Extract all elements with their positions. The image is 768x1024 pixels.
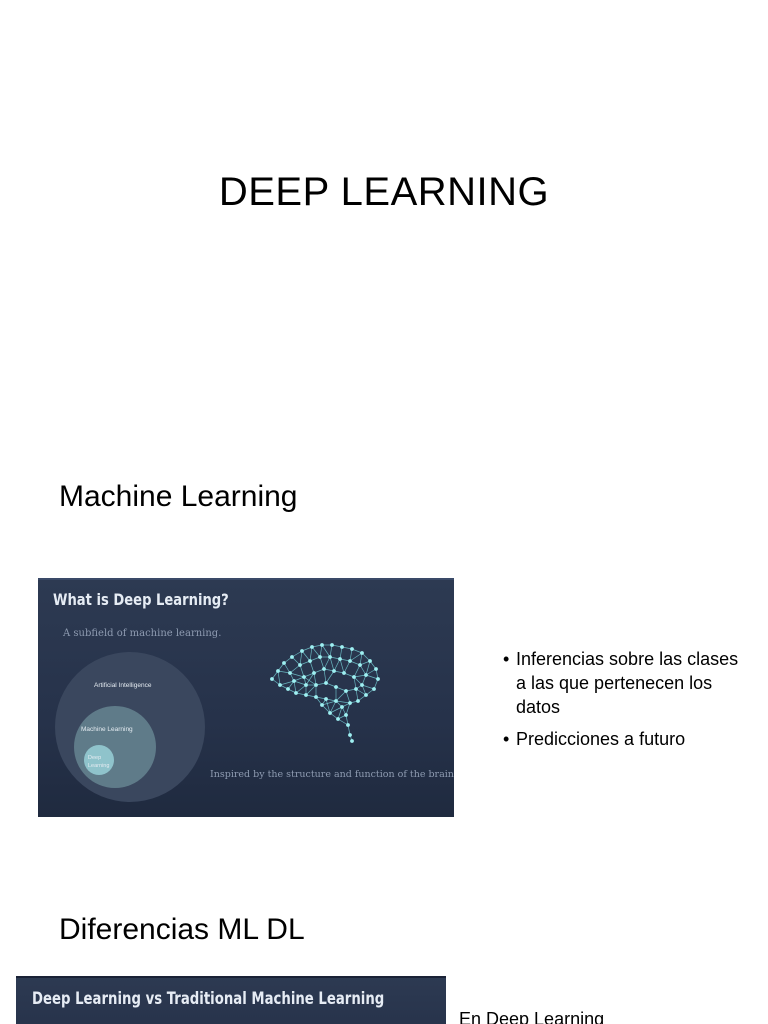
bullet-text: Predicciones a futuro [516, 729, 686, 749]
brain-node [314, 683, 318, 687]
brain-node [294, 691, 298, 695]
brain-node [320, 703, 324, 707]
brain-node [340, 645, 344, 649]
brain-node [344, 713, 348, 717]
brain-node [308, 659, 312, 663]
brain-node [314, 695, 318, 699]
bullet-dot-icon: • [503, 649, 510, 669]
slide-what-is-deep-learning: What is Deep Learning? A subfield of mac… [38, 578, 454, 817]
bullet-text: Inferencias sobre las clases a las que p… [516, 649, 739, 717]
brain-node [336, 717, 340, 721]
brain-node [320, 643, 324, 647]
brain-node [374, 667, 378, 671]
bullet-item: • Predicciones a futuro [503, 727, 753, 751]
brain-node [338, 657, 342, 661]
brain-node [340, 705, 344, 709]
brain-node [278, 683, 282, 687]
slide-subtitle: A subfield of machine learning. [63, 628, 222, 639]
brain-node [346, 723, 350, 727]
brain-node [328, 711, 332, 715]
brain-node [352, 675, 356, 679]
section-heading-diferencias: Diferencias ML DL [59, 913, 305, 946]
brain-node [368, 659, 372, 663]
bullet-item: • Inferencias sobre las clases a las que … [503, 647, 753, 719]
page-title: DEEP LEARNING [218, 170, 550, 214]
brain-node [288, 671, 292, 675]
brain-node [324, 681, 328, 685]
brain-node [334, 699, 338, 703]
slide-top-bar [38, 578, 454, 580]
brain-node [354, 687, 358, 691]
brain-node [372, 687, 376, 691]
brain-node [344, 689, 348, 693]
brain-node [282, 661, 286, 665]
bullet-dot-icon: • [503, 729, 510, 749]
side-text: En Deep Learning [459, 1009, 605, 1024]
brain-node [348, 659, 352, 663]
brain-network-icon [270, 643, 380, 743]
brain-node [304, 683, 308, 687]
slide-dl-vs-ml: Deep Learning vs Traditional Machine Lea… [16, 976, 446, 1024]
brain-node [318, 655, 322, 659]
brain-node [348, 733, 352, 737]
brain-node [276, 669, 280, 673]
brain-node [286, 687, 290, 691]
brain-node [364, 693, 368, 697]
dl-circle [84, 745, 114, 775]
brain-node [350, 739, 354, 743]
brain-node [312, 671, 316, 675]
brain-node [334, 685, 338, 689]
brain-node [360, 651, 364, 655]
brain-node [332, 669, 336, 673]
ml-circle [74, 706, 156, 788]
brain-node [290, 655, 294, 659]
brain-node [376, 677, 380, 681]
brain-node [328, 655, 332, 659]
brain-node [342, 671, 346, 675]
brain-node [356, 699, 360, 703]
brain-node [298, 663, 302, 667]
brain-node [350, 647, 354, 651]
brain-node [360, 683, 364, 687]
dl-circle-label: Deep Learning [88, 755, 110, 769]
brain-node [304, 693, 308, 697]
bullet-list: • Inferencias sobre las clases a las que … [503, 647, 753, 759]
slide-title: What is Deep Learning? [53, 590, 229, 609]
brain-node [292, 679, 296, 683]
brain-node [322, 667, 326, 671]
brain-node [270, 677, 274, 681]
brain-node [330, 643, 334, 647]
brain-node [310, 645, 314, 649]
ml-circle-label: Machine Learning [81, 726, 133, 733]
brain-node [348, 701, 352, 705]
brain-node [358, 663, 362, 667]
section-heading-machine-learning: Machine Learning [59, 480, 298, 513]
ai-circle-label: Artificial Intelligence [94, 682, 152, 689]
brain-node [300, 649, 304, 653]
slide-title: Deep Learning vs Traditional Machine Lea… [32, 989, 385, 1009]
slide-top-bar [16, 976, 446, 978]
brain-node [324, 697, 328, 701]
brain-node [364, 673, 368, 677]
brain-node [302, 675, 306, 679]
slide-caption: Inspired by the structure and function o… [210, 769, 454, 780]
